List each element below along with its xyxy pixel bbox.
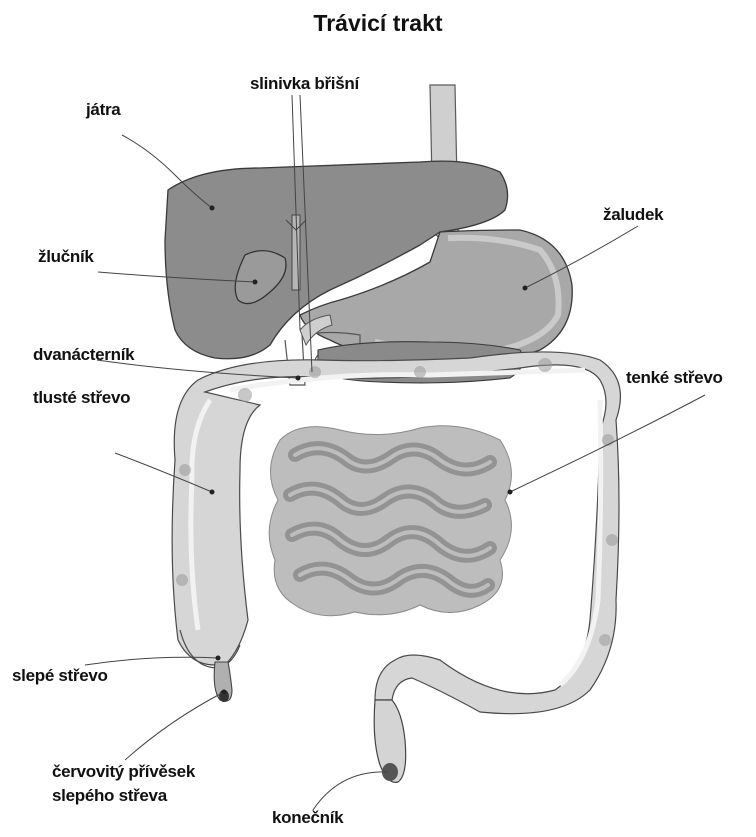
- label-rectum: konečník: [272, 808, 343, 828]
- small-intestine: [269, 426, 511, 616]
- label-duodenum: dvanácterník: [33, 345, 134, 365]
- label-cecum: slepé střevo: [12, 666, 108, 686]
- label-large-intestine: tlusté střevo: [33, 388, 130, 408]
- label-appendix-line2: slepého střeva: [52, 786, 167, 806]
- label-stomach: žaludek: [603, 205, 663, 225]
- label-small-intestine: tenké střevo: [626, 368, 723, 388]
- label-liver: játra: [86, 100, 120, 120]
- label-gallbladder: žlučník: [38, 247, 94, 267]
- label-appendix-line1: červovitý přívěsek: [52, 762, 195, 782]
- label-pancreas: slinivka břišní: [250, 74, 359, 94]
